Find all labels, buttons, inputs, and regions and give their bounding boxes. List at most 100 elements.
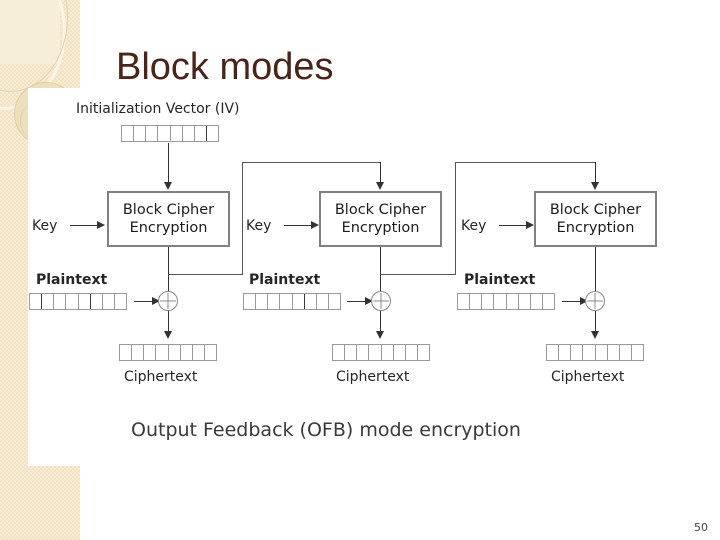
xor-gate-2 (371, 291, 391, 311)
page-title: Block modes (116, 46, 334, 88)
block-cipher-encryption-1[interactable]: Block Cipher Encryption (107, 191, 230, 247)
plaintext-bar-cell (507, 294, 519, 309)
plaintext-bar-cell (244, 294, 257, 309)
plaintext-bar-cell (42, 294, 55, 309)
plaintext-bar-cell (280, 294, 293, 309)
iv-bar-cell (146, 126, 159, 141)
ciphertext-bar-cell (156, 345, 169, 360)
xor-gate-1 (158, 291, 178, 311)
ciphertext-bar-cell (620, 345, 632, 360)
plaintext-bar-2 (243, 293, 341, 310)
cipher-line-2: Encryption (129, 220, 208, 236)
ciphertext-bar-cell (632, 345, 643, 360)
ciphertext-bar-cell (596, 345, 608, 360)
plaintext3-to-xor-line (562, 301, 582, 302)
key3-arrowhead-icon (526, 220, 534, 229)
cipher-line-2: Encryption (556, 220, 635, 236)
iv-label: Initialization Vector (IV) (76, 101, 240, 117)
ciphertext-label-2: Ciphertext (336, 369, 410, 385)
ciphertext-bar-cell (369, 345, 382, 360)
xor-gate-3 (585, 291, 605, 311)
ciphertext-bar-cell (181, 345, 193, 360)
feedback1-vertical (242, 162, 243, 275)
feedback1-drop-to-cipher2 (380, 162, 381, 183)
xor2-to-ciphertext-line (380, 311, 381, 336)
ciphertext-bar-cell (559, 345, 572, 360)
ciphertext-bar-cell (406, 345, 418, 360)
iv-bar-cell (134, 126, 147, 141)
ciphertext-bar-1 (119, 344, 217, 361)
plaintext-bar-cell (115, 294, 126, 309)
iv-to-cipher1-arrowhead-icon (163, 182, 172, 190)
plaintext-bar-cell (30, 294, 43, 309)
iv-bar (121, 125, 219, 142)
cipher-line-1: Block Cipher (122, 201, 215, 218)
ciphertext-bar-cell (193, 345, 205, 360)
plaintext-bar-cell (256, 294, 269, 309)
plaintext-bar-cell (494, 294, 507, 309)
page-number: 50 (694, 521, 708, 534)
plaintext-bar-cell (543, 294, 554, 309)
plaintext-bar-cell (329, 294, 340, 309)
ciphertext-bar-cell (608, 345, 620, 360)
ciphertext-bar-cell (583, 345, 596, 360)
ciphertext-bar-cell (382, 345, 394, 360)
band-circle-inner-icon (20, 104, 45, 138)
feedback2-horizontal-in (455, 162, 596, 163)
cipher-line-1: Block Cipher (549, 201, 642, 218)
xor1-arrowhead-icon (163, 331, 172, 339)
iv-bar-cell (183, 126, 195, 141)
block-cipher-encryption-2[interactable]: Block Cipher Encryption (319, 191, 442, 247)
xor2-arrowhead-icon (375, 331, 384, 339)
key2-arrow-line (284, 225, 312, 226)
key-label-1: Key (32, 218, 58, 234)
feedback1-arrowhead-icon (375, 182, 384, 190)
plaintext-bar-cell (305, 294, 317, 309)
ciphertext-bar-cell (144, 345, 157, 360)
plaintext-bar-cell (317, 294, 329, 309)
ciphertext-bar-cell (169, 345, 181, 360)
key2-arrowhead-icon (311, 220, 319, 229)
cipher1-output-line (168, 247, 169, 313)
ciphertext-label-1: Ciphertext (124, 369, 198, 385)
ciphertext-bar-cell (333, 345, 346, 360)
plaintext-bar-cell (66, 294, 79, 309)
feedback1-horizontal-out (168, 274, 242, 275)
ciphertext-bar-cell (571, 345, 584, 360)
plaintext-bar-cell (458, 294, 471, 309)
feedback2-horizontal-out (380, 274, 455, 275)
plaintext-bar-cell (482, 294, 495, 309)
plaintext-bar-3 (457, 293, 555, 310)
content-panel-top (80, 0, 720, 88)
ciphertext-bar-cell (418, 345, 429, 360)
cipher-line-2: Encryption (341, 220, 420, 236)
iv-bar-cell (122, 126, 135, 141)
plaintext-label-3: Plaintext (464, 272, 536, 288)
iv-bar-cell (171, 126, 183, 141)
plaintext-bar-1 (29, 293, 127, 310)
ciphertext-bar-cell (205, 345, 216, 360)
ciphertext-bar-cell (357, 345, 370, 360)
plaintext-bar-cell (79, 294, 91, 309)
key1-arrow-line (70, 225, 98, 226)
ciphertext-bar-cell (547, 345, 560, 360)
feedback2-vertical (455, 162, 456, 275)
key-label-2: Key (246, 218, 272, 234)
key-label-3: Key (461, 218, 487, 234)
ciphertext-bar-3 (546, 344, 644, 361)
iv-to-cipher1-line (168, 143, 169, 183)
content-panel (28, 88, 720, 466)
block-cipher-encryption-3[interactable]: Block Cipher Encryption (534, 191, 657, 247)
cipher2-output-line (380, 247, 381, 313)
ciphertext-bar-2 (332, 344, 430, 361)
feedback2-arrowhead-icon (590, 182, 599, 190)
cipher-line-1: Block Cipher (334, 201, 427, 218)
plaintext-bar-cell (470, 294, 483, 309)
plaintext2-arrowhead-icon (365, 296, 373, 305)
diagram-caption: Output Feedback (OFB) mode encryption (131, 419, 521, 441)
content-panel-bottom (80, 466, 720, 540)
ciphertext-bar-cell (132, 345, 145, 360)
plaintext2-to-xor-line (347, 301, 367, 302)
